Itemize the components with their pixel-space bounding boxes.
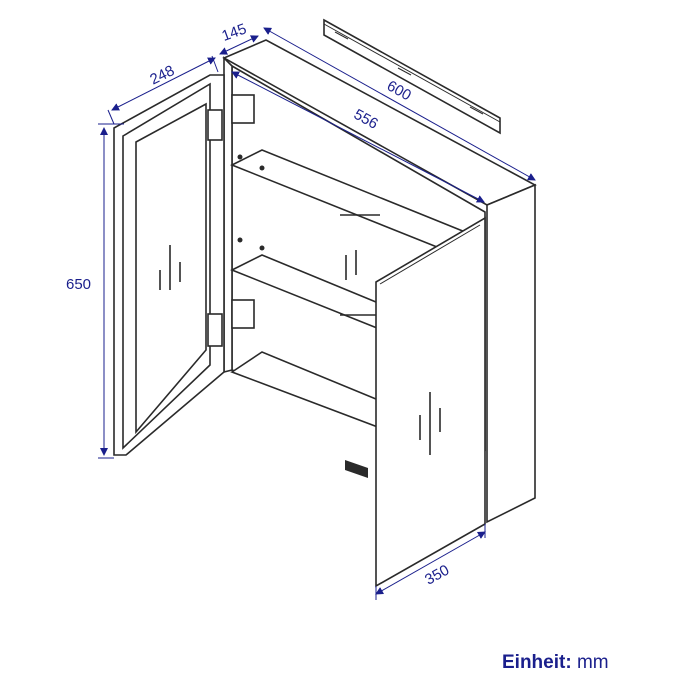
- dimension-lines: [98, 27, 536, 600]
- unit-value: mm: [576, 652, 609, 673]
- left-door-open: [113, 74, 225, 456]
- dim-label-650: 650: [66, 276, 91, 293]
- unit-note: Einheit: mm: [502, 652, 609, 674]
- dim-label-145: 145: [220, 20, 249, 45]
- unit-label: Einheit:: [502, 652, 572, 673]
- dim-label-248: 248: [147, 62, 177, 88]
- right-door-open: [375, 216, 486, 588]
